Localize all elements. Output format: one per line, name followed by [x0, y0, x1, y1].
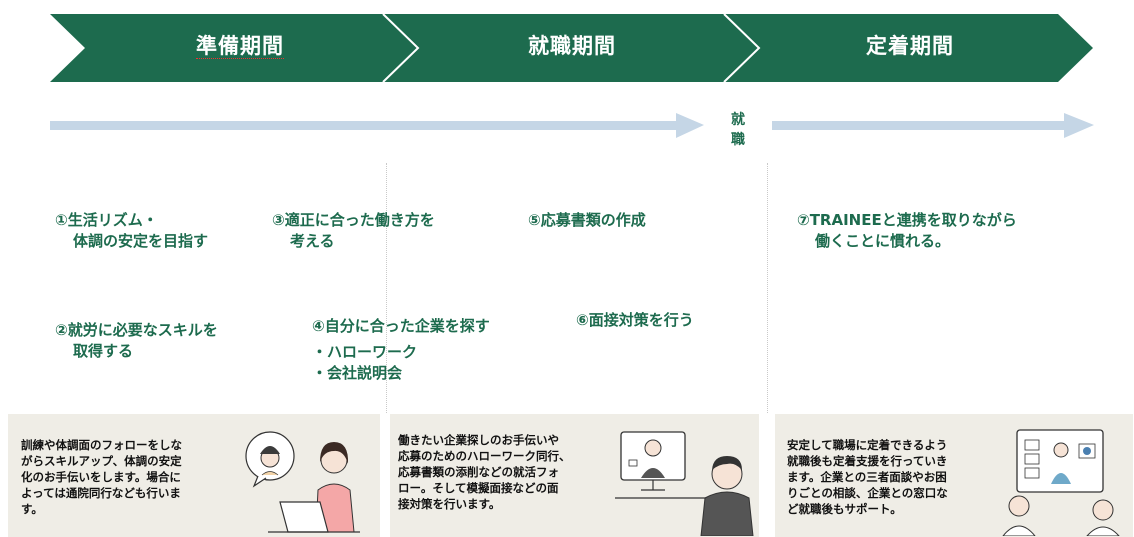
milestone-line-1: 就 — [731, 112, 745, 128]
step-1-line-1: ①生活リズム・ — [55, 211, 158, 229]
description-text-employment: 働きたい企業探しのお手伝いや 応募のためのハローワーク同行、 応募書類の添削など… — [398, 432, 628, 512]
step-7: ⑦TRAINEEと連携を取りながら 働くことに慣れる。 — [797, 210, 1017, 252]
timeline-arrow-left-shaft — [50, 121, 682, 130]
description-line: ロー。そして模擬面接などの面 — [398, 481, 559, 495]
step-5-line-1: ⑤応募書類の作成 — [528, 211, 646, 229]
description-box-preparation: 訓練や体調面のフォローをしな がらスキルアップ、体調の安定 化のお手伝いをします… — [8, 414, 380, 537]
description-line: りごとの相談、企業との窓口な — [787, 486, 948, 500]
description-text-retention: 安定して職場に定着できるよう 就職後も定着支援を行っていき ます。企業との三者面… — [787, 437, 1007, 517]
timeline-arrow-left-head — [676, 113, 704, 138]
separator-employment — [767, 163, 768, 413]
step-7-line-2: 働くことに慣れる。 — [815, 232, 951, 250]
step-6: ⑥面接対策を行う — [576, 310, 694, 331]
step-2-line-1: ②就労に必要なスキルを — [55, 321, 218, 339]
phase-chevron-preparation — [50, 14, 418, 82]
laptop — [279, 501, 329, 533]
milestone-line-2: 職 — [731, 132, 745, 148]
meeting-illustration — [1002, 429, 1120, 536]
step-4-sub-1: ・ハローワーク — [312, 343, 418, 361]
description-line: 接対策を行います。 — [398, 497, 501, 511]
timeline — [50, 113, 1094, 138]
attendee-right — [1092, 499, 1114, 521]
description-line: がらスキルアップ、体調の安定 — [21, 454, 182, 468]
description-line: 応募のためのハローワーク同行、 — [398, 449, 571, 463]
chevron-divider-1 — [382, 13, 420, 83]
person-laptop-illustration — [245, 431, 360, 533]
attendee-left — [1008, 495, 1030, 517]
phase-banner — [50, 13, 1093, 83]
description-box-employment: 働きたい企業探しのお手伝いや 応募のためのハローワーク同行、 応募書類の添削など… — [390, 414, 759, 537]
separator-preparation — [386, 163, 387, 413]
timeline-arrow-right-head — [1064, 113, 1094, 138]
timeline-arrow-right-shaft — [772, 121, 1068, 130]
step-3: ③適正に合った働き方を 考える — [272, 210, 435, 252]
chevron-divider-2 — [723, 13, 761, 83]
description-line: 化のお手伝いをします。場合に — [21, 470, 181, 484]
step-6-line-1: ⑥面接対策を行う — [576, 311, 694, 329]
phase-chevron-employment — [383, 14, 759, 82]
description-line: 訓練や体調面のフォローをしな — [21, 438, 182, 452]
phase-label-preparation: 準備期間 — [196, 34, 284, 59]
description-line: ど就職後もサポート。 — [787, 502, 902, 516]
description-line: 応募書類の添削などの就活フォ — [398, 465, 559, 479]
step-7-line-1: ⑦TRAINEEと連携を取りながら — [797, 211, 1017, 229]
description-box-retention: 安定して職場に定着できるよう 就職後も定着支援を行っていき ます。企業との三者面… — [775, 414, 1133, 537]
phase-chevron-retention — [724, 14, 1093, 82]
step-1-line-2: 体調の安定を目指す — [73, 232, 209, 250]
phase-label-retention: 定着期間 — [866, 34, 954, 58]
step-3-line-1: ③適正に合った働き方を — [272, 211, 435, 229]
step-2-line-2: 取得する — [73, 342, 134, 360]
step-2: ②就労に必要なスキルを 取得する — [55, 320, 218, 362]
description-line: す。 — [21, 502, 43, 516]
description-text-preparation: 訓練や体調面のフォローをしな がらスキルアップ、体調の安定 化のお手伝いをします… — [21, 437, 236, 517]
phase-label-employment: 就職期間 — [528, 34, 616, 58]
description-line: 安定して職場に定着できるよう — [787, 438, 948, 452]
description-line: 就職後も定着支援を行っていき — [787, 454, 948, 468]
step-1: ①生活リズム・ 体調の安定を目指す — [55, 210, 208, 252]
step-5: ⑤応募書類の作成 — [528, 210, 646, 231]
step-4: ④自分に合った企業を探す ・ハローワーク ・会社説明会 — [312, 316, 490, 384]
step-3-line-2: 考える — [290, 232, 335, 250]
step-4-line-1: ④自分に合った企業を探す — [312, 317, 490, 335]
step-4-sub-2: ・会社説明会 — [312, 364, 403, 382]
milestone-label: 就 職 — [729, 110, 747, 150]
description-line: よっては通院同行なども行いま — [21, 486, 181, 500]
online-interview-illustration — [615, 431, 754, 536]
description-line: 働きたい企業探しのお手伝いや — [398, 433, 559, 447]
description-line: ます。企業との三者面談やお困 — [787, 470, 947, 484]
